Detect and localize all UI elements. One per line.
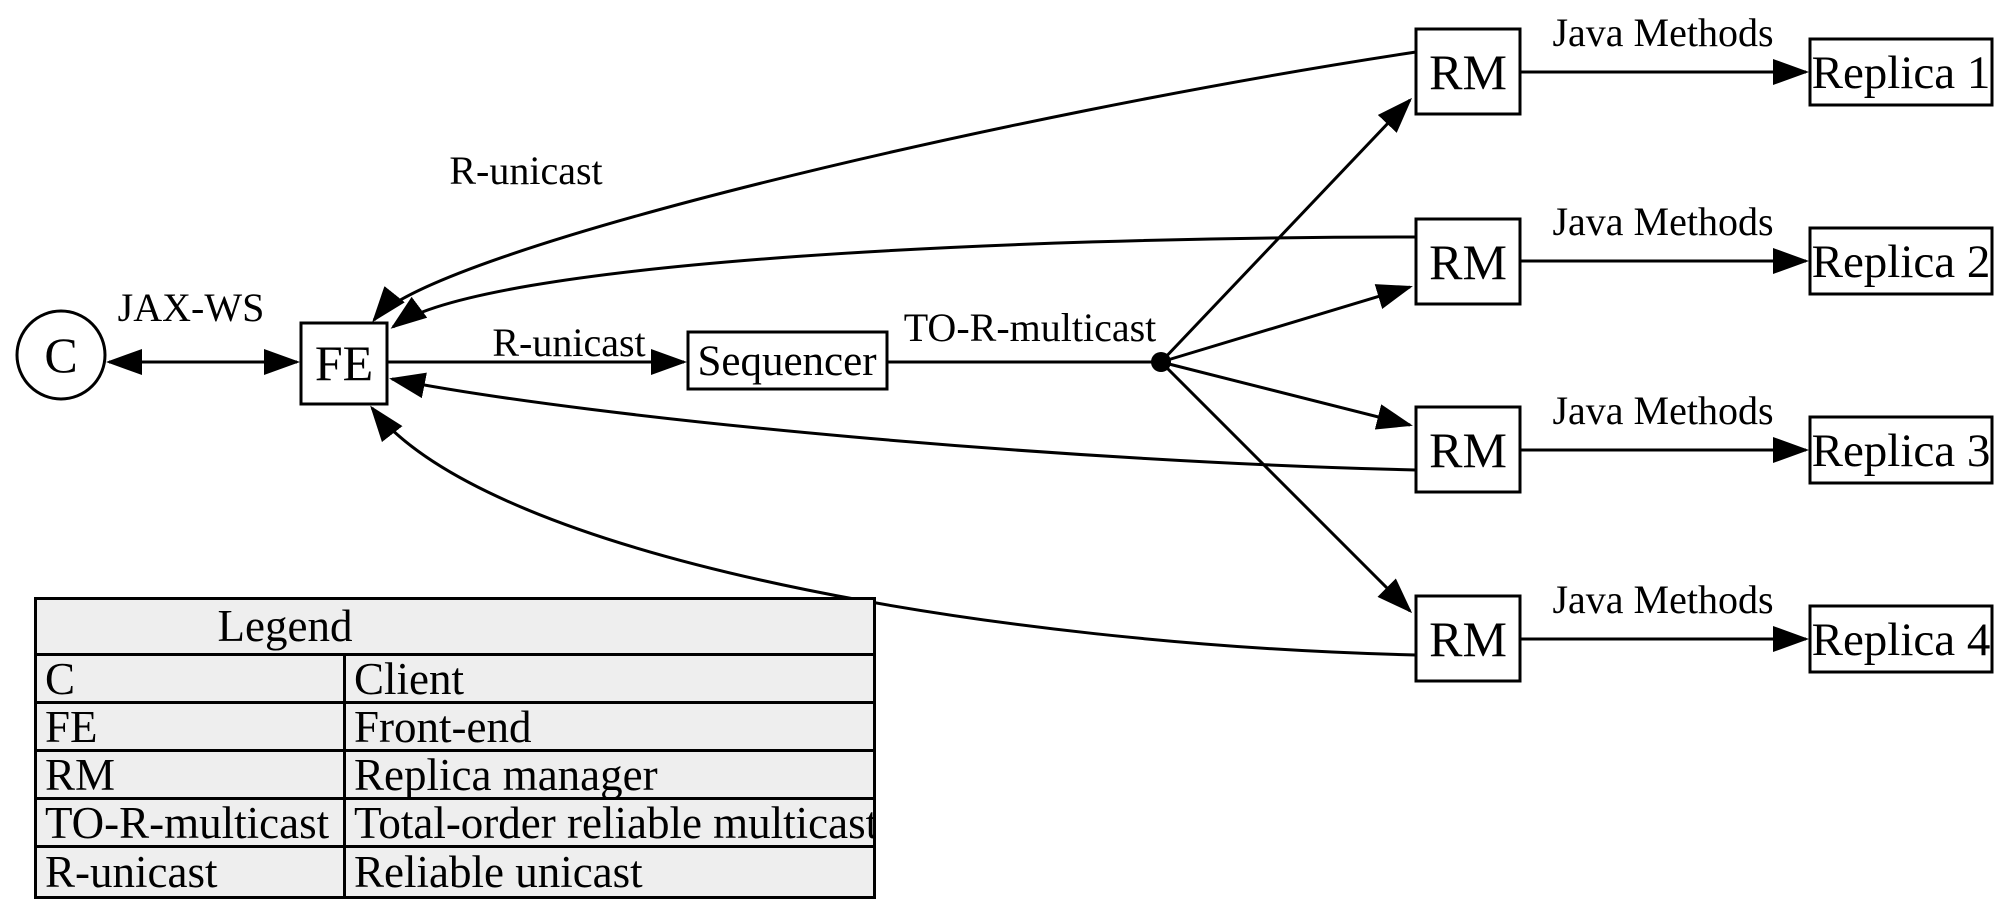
legend-term: TO-R-multicast — [37, 800, 346, 848]
node-rm1 — [1414, 27, 1522, 116]
rm2-label: RM — [1429, 234, 1507, 290]
legend-header: Legend — [37, 600, 873, 656]
replica2-label: Replica 2 — [1812, 236, 1991, 288]
multicast-point — [1151, 352, 1171, 372]
legend-definition: Front-end — [346, 704, 873, 752]
r-unicast-reply-label: R-unicast — [449, 148, 602, 193]
node-replica4 — [1808, 604, 1994, 674]
legend-term: FE — [37, 704, 346, 752]
rm3-label: RM — [1429, 422, 1507, 478]
edge-rm2-fe-reply — [390, 235, 1417, 329]
node-rm3 — [1414, 405, 1522, 494]
rm1-label: RM — [1429, 44, 1507, 100]
edge-rm1-fe-reply — [372, 50, 1417, 323]
replica3-label: Replica 3 — [1812, 425, 1991, 477]
edge-multicast-rm4 — [1159, 360, 1413, 614]
rm4-label: RM — [1429, 611, 1507, 667]
replica4-label: Replica 4 — [1812, 614, 1991, 666]
node-client — [15, 309, 107, 401]
edge-rm4-fe-reply — [370, 405, 1417, 657]
legend-term: R-unicast — [37, 848, 346, 896]
java-methods-label-2: Java Methods — [1552, 199, 1773, 244]
node-front-end — [299, 321, 389, 406]
node-replica1 — [1808, 37, 1994, 107]
java-methods-label-3: Java Methods — [1552, 388, 1773, 433]
legend-definition: Client — [346, 656, 873, 704]
node-rm4 — [1414, 594, 1522, 683]
legend-definition: Total-order reliable multicast — [346, 800, 873, 848]
edge-rm3-fe-reply — [389, 372, 1417, 472]
node-sequencer — [686, 330, 889, 391]
legend-definition: Reliable unicast — [354, 848, 643, 896]
client-label: C — [44, 327, 77, 383]
java-methods-label-1: Java Methods — [1552, 10, 1773, 55]
node-replica3 — [1808, 415, 1994, 485]
jax-ws-label: JAX-WS — [118, 285, 265, 330]
legend-table: Legend C Client FE Front-end RM Replica … — [34, 597, 876, 899]
legend-term: RM — [37, 752, 346, 800]
edge-multicast-rm3 — [1160, 360, 1413, 430]
edge-multicast-rm2 — [1160, 284, 1413, 364]
to-r-multicast-label: TO-R-multicast — [904, 305, 1157, 350]
edge-multicast-rm1 — [1159, 97, 1413, 364]
replica1-label: Replica 1 — [1812, 47, 1991, 99]
legend-term: C — [37, 656, 346, 704]
r-unicast-label: R-unicast — [492, 320, 645, 365]
java-methods-label-4: Java Methods — [1552, 577, 1773, 622]
sequencer-label: Sequencer — [697, 338, 876, 385]
node-replica2 — [1808, 226, 1994, 296]
legend-definition: Replica manager — [346, 752, 873, 800]
legend-title: Legend — [217, 600, 353, 651]
front-end-label: FE — [315, 335, 373, 391]
node-rm2 — [1414, 217, 1522, 306]
